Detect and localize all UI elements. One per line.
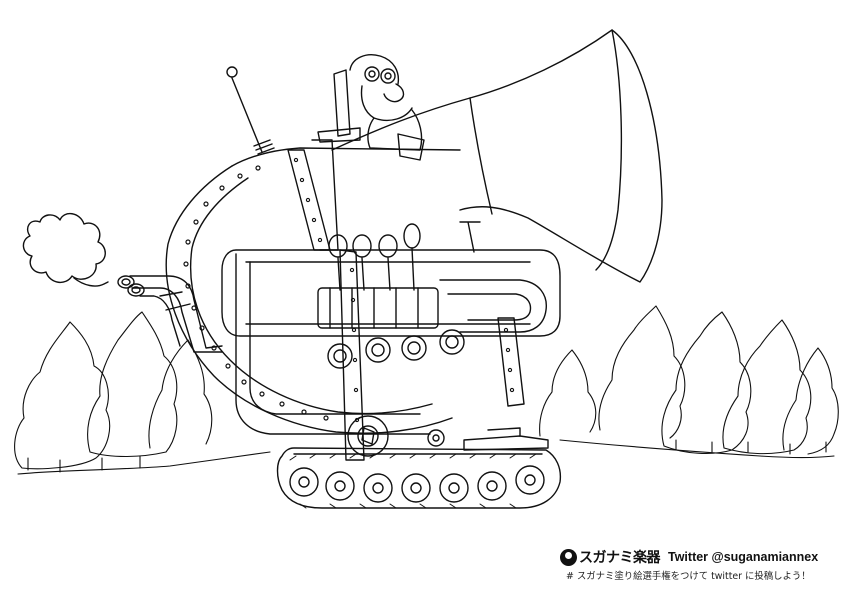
ground-line [17,439,835,475]
pilot-figure [317,54,425,161]
brand-row: スガナミ楽器 Twitter @suganamiannex [560,546,818,568]
riveted-straps [287,139,525,461]
tuba-body [165,29,663,434]
smoke-puff [22,213,106,283]
tank-tracks [276,415,562,509]
hashtag-instruction: # スガナミ塗り絵選手権をつけて twitter に投稿しよう！ [566,571,811,582]
exhaust-pipes [117,275,223,353]
footer-credit: スガナミ楽器 Twitter @suganamiannex # スガナミ塗り絵選… [560,542,838,590]
twitter-handle: Twitter @suganamiannex [668,550,819,564]
tree-line [14,305,839,473]
valve-section [221,221,561,435]
brand-name: スガナミ楽器 [579,550,661,566]
brand-logo-icon [560,548,577,566]
smoke-trail [73,277,109,287]
antenna [226,66,275,155]
